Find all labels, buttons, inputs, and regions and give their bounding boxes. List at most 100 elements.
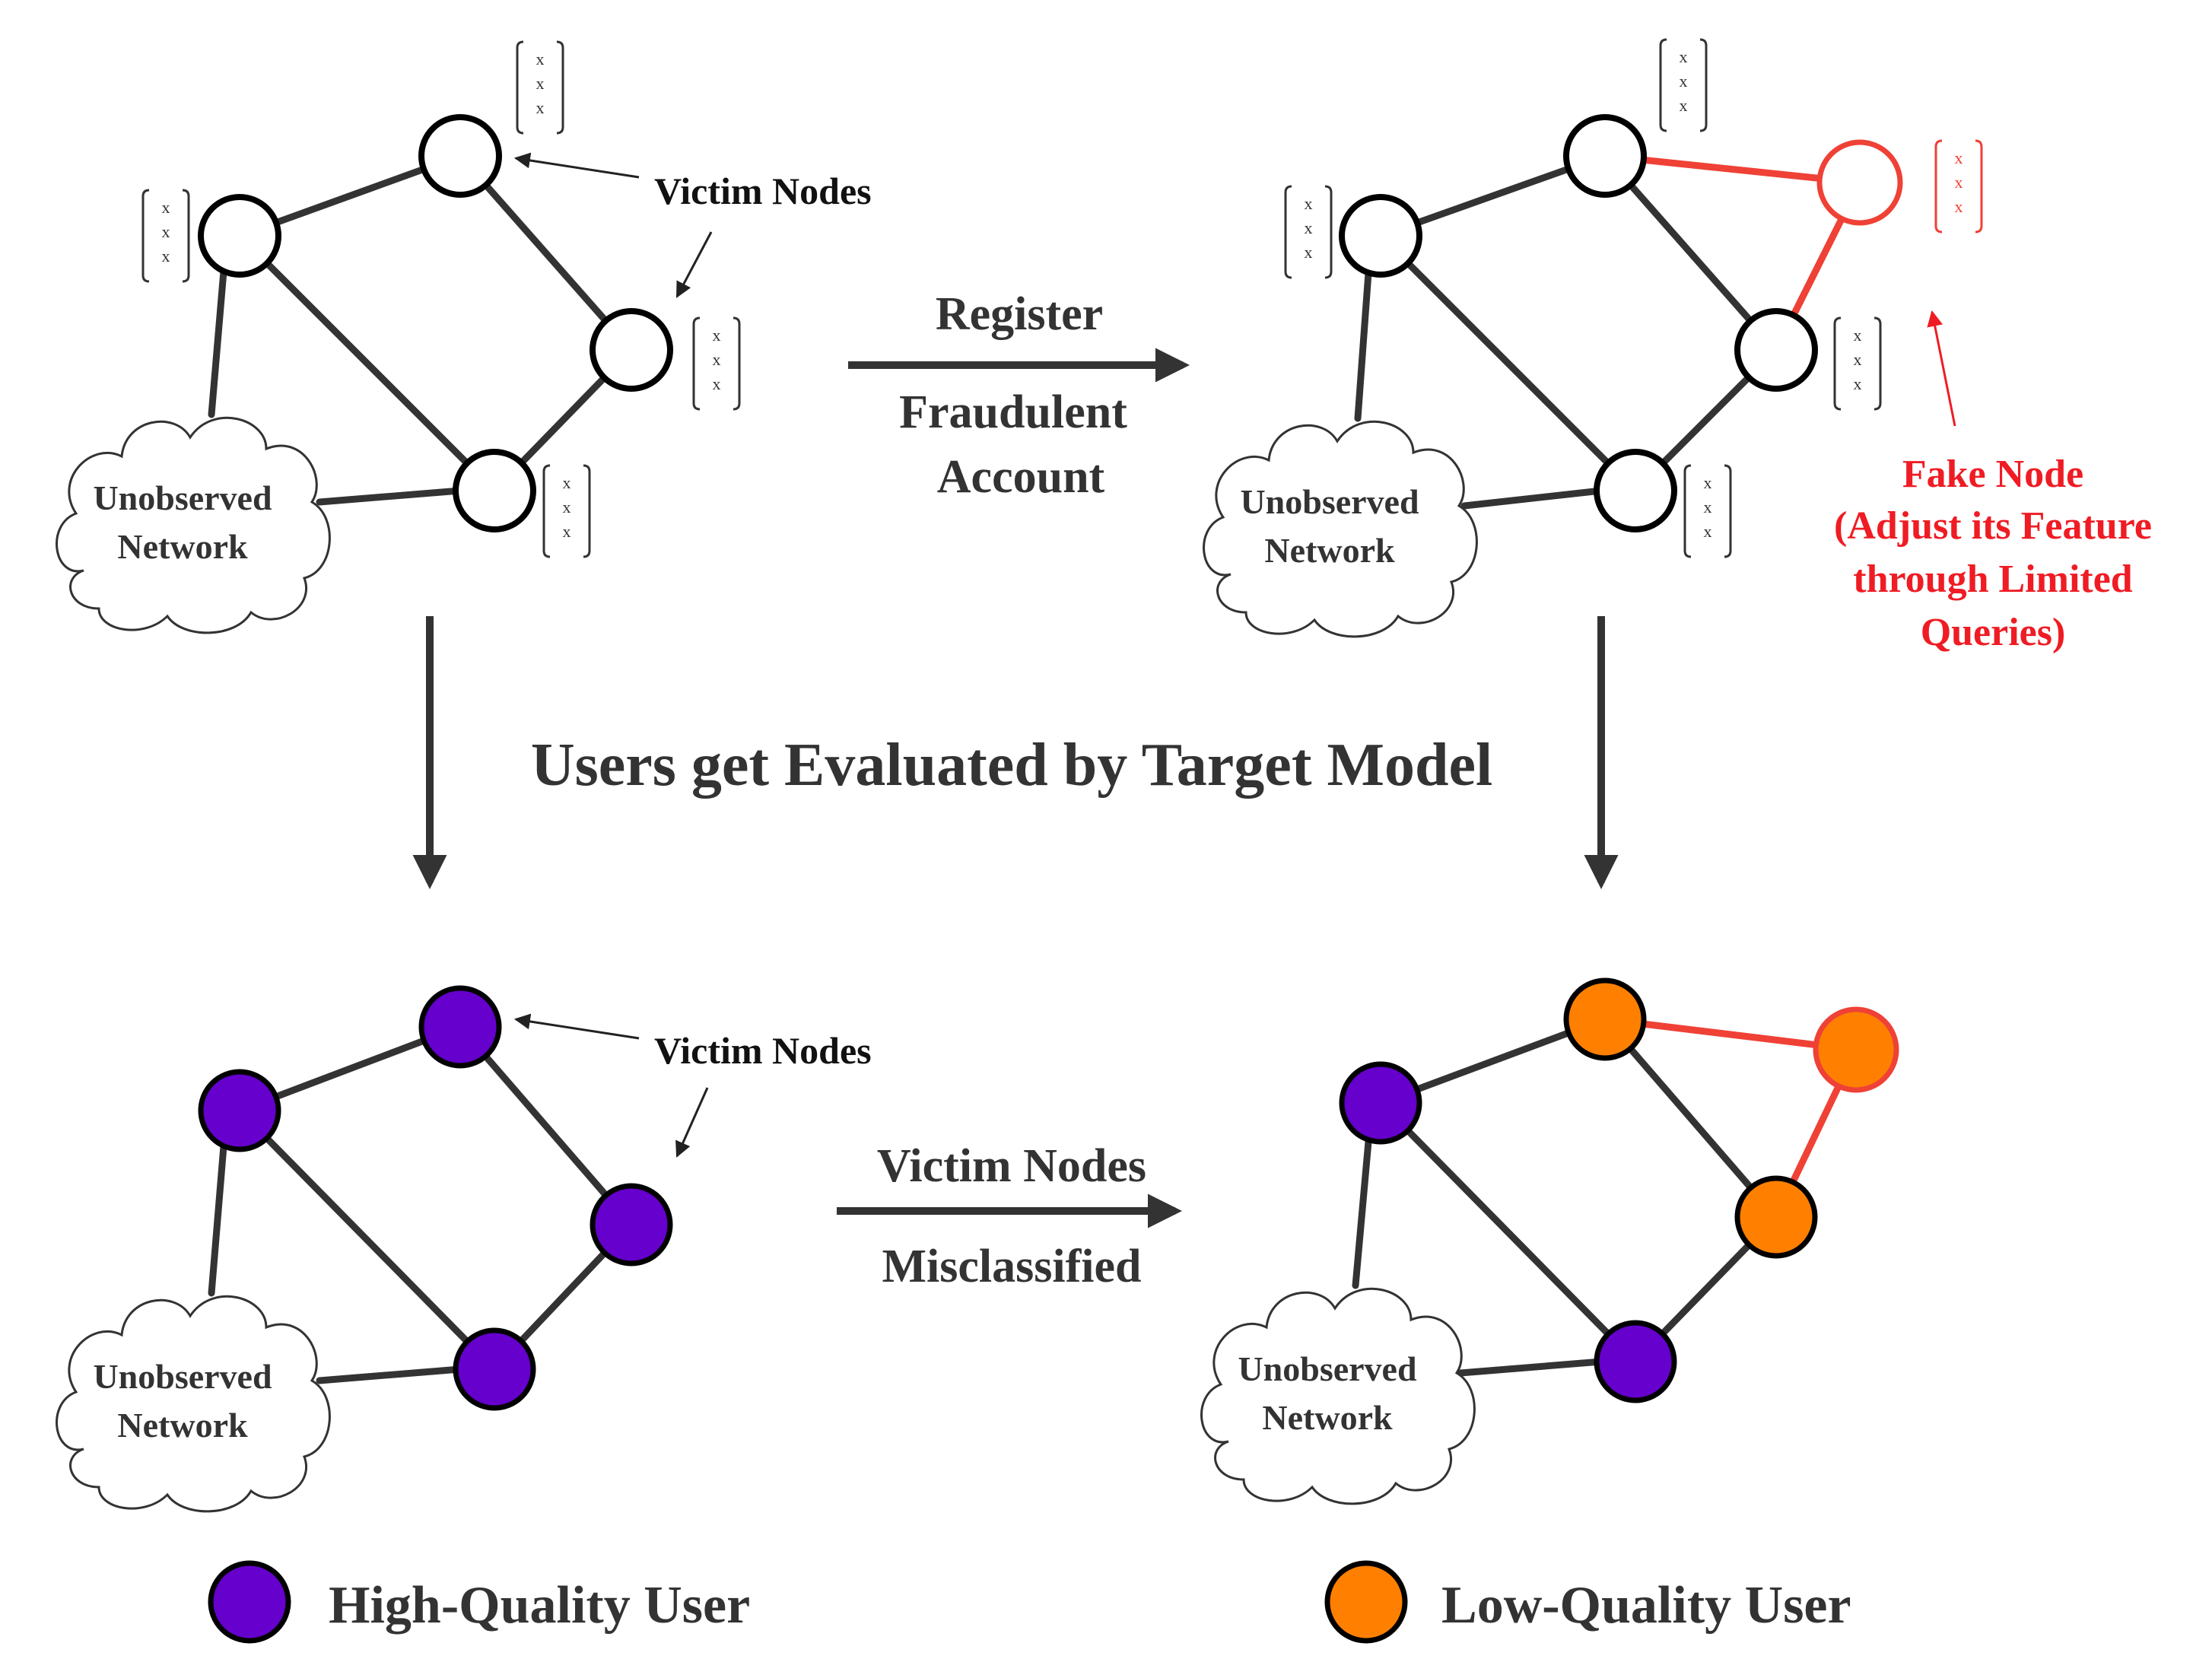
panel-original-graph: Unobserved Network x x x x x x x x x [56, 40, 872, 634]
svg-text:x: x [1305, 194, 1313, 213]
fake-feature-vector: x x x [1934, 139, 1983, 234]
svg-text:x: x [1955, 173, 1963, 192]
account-label: Account [937, 451, 1105, 503]
svg-text:x: x [1680, 96, 1688, 115]
edge [316, 1365, 464, 1384]
svg-text:x: x [536, 98, 545, 117]
unobserved-network-cloud: Unobserved Network [56, 416, 331, 634]
svg-text:x: x [1704, 522, 1712, 541]
user-node [198, 194, 281, 278]
unobserved-network-cloud: Unobserved Network [1200, 1287, 1476, 1505]
cloud-label-line2: Network [117, 527, 248, 566]
cloud-label-line1: Unobserved [1238, 1349, 1417, 1388]
edge [208, 1133, 228, 1297]
victim-nodes-misclassified-label-line2: Misclassified [882, 1241, 1142, 1292]
svg-text:x: x [1704, 497, 1712, 516]
victim-nodes-misclassified-label-line1: Victim Nodes [877, 1140, 1146, 1192]
svg-text:x: x [162, 222, 170, 241]
victim-nodes-label: Victim Nodes [654, 1029, 872, 1072]
edge [1601, 1015, 1780, 1221]
legend-high-quality-swatch [208, 1560, 291, 1644]
edge [456, 152, 635, 354]
user-node [1594, 449, 1677, 532]
edge [1377, 1099, 1639, 1365]
high-quality-node [1339, 1061, 1422, 1145]
svg-text:x: x [1305, 218, 1313, 237]
feature-vector: x x x [1833, 316, 1882, 411]
panel-classified-injected: Unobserved Network [1200, 977, 1899, 1505]
edge [1354, 259, 1373, 422]
fake-node-low-quality [1813, 1006, 1899, 1093]
legend-low-quality-swatch [1324, 1560, 1408, 1644]
fake-node-label-line2: (Adjust its Feature [1834, 504, 2152, 548]
svg-text:x: x [713, 350, 721, 369]
cloud-label-line1: Unobserved [93, 1357, 272, 1396]
unobserved-network-cloud: Unobserved Network [56, 1295, 331, 1513]
victim-node [418, 114, 502, 198]
cloud-label-line1: Unobserved [93, 478, 272, 517]
cloud-label-line2: Network [117, 1406, 248, 1444]
victim-node-low-quality [1563, 977, 1647, 1061]
svg-text:x: x [563, 473, 571, 492]
svg-text:x: x [1704, 473, 1712, 492]
edge [1457, 1358, 1605, 1377]
svg-text:x: x [1955, 148, 1963, 167]
feature-vector: x x x [1659, 38, 1708, 132]
edge [236, 1107, 498, 1373]
legend-low-quality-label: Low-Quality User [1441, 1576, 1851, 1635]
panel-injected-graph: Unobserved Network x x x x x x x x x [1203, 38, 2152, 654]
edge [1460, 487, 1605, 510]
fake-node-label-line1: Fake Node [1902, 453, 2083, 496]
pointer-arrow [675, 231, 713, 298]
fake-node-label-line3: through Limited [1853, 558, 2133, 601]
feature-vector: x x x [542, 464, 591, 558]
cloud-label-line2: Network [1264, 531, 1395, 570]
victim-node [1734, 308, 1818, 392]
register-transition: Register Fraudulent Account [848, 288, 1190, 503]
edge [316, 487, 464, 506]
feature-vector: x x x [141, 189, 190, 283]
victim-node-high-quality [590, 1183, 673, 1266]
svg-text:x: x [713, 326, 721, 345]
svg-text:x: x [1305, 243, 1313, 262]
register-label: Register [936, 288, 1103, 340]
pointer-arrow [513, 152, 640, 179]
fake-node-label-line4: Queries) [1921, 611, 2066, 654]
feature-vector: x x x [1284, 185, 1333, 279]
edge [208, 259, 228, 418]
svg-text:x: x [563, 522, 571, 541]
user-node [1339, 194, 1422, 278]
high-quality-node [453, 1327, 536, 1411]
svg-text:x: x [1680, 47, 1688, 66]
high-quality-node [1594, 1320, 1677, 1403]
evaluated-label: Users get Evaluated by Target Model [531, 732, 1492, 799]
svg-text:x: x [563, 497, 571, 516]
edge [1377, 232, 1639, 494]
victim-node [1563, 114, 1647, 198]
svg-text:x: x [536, 49, 545, 68]
legend-high-quality-label: High-Quality User [329, 1576, 750, 1635]
svg-text:x: x [162, 198, 170, 217]
victim-node-high-quality [418, 985, 502, 1069]
victim-nodes-label: Victim Nodes [654, 170, 872, 212]
victim-node [590, 308, 673, 392]
evaluation-transition: Users get Evaluated by Target Model [412, 616, 1619, 889]
fraudulent-label: Fraudulent [899, 386, 1127, 438]
victim-node-low-quality [1734, 1175, 1818, 1259]
edge [1352, 1130, 1373, 1289]
edge [236, 232, 498, 494]
feature-vector: x x x [516, 40, 564, 135]
unobserved-network-cloud: Unobserved Network [1203, 420, 1478, 638]
cloud-label-line2: Network [1262, 1398, 1393, 1437]
svg-text:x: x [1854, 326, 1862, 345]
edge [456, 1023, 635, 1228]
legend: High-Quality User Low-Quality User [208, 1560, 1851, 1644]
edge [1601, 152, 1780, 354]
pointer-arrow [513, 1013, 640, 1040]
svg-text:x: x [162, 246, 170, 265]
svg-text:x: x [1854, 350, 1862, 369]
svg-text:x: x [1955, 197, 1963, 216]
feature-vector: x x x [692, 316, 741, 411]
pointer-arrow [675, 1087, 709, 1158]
